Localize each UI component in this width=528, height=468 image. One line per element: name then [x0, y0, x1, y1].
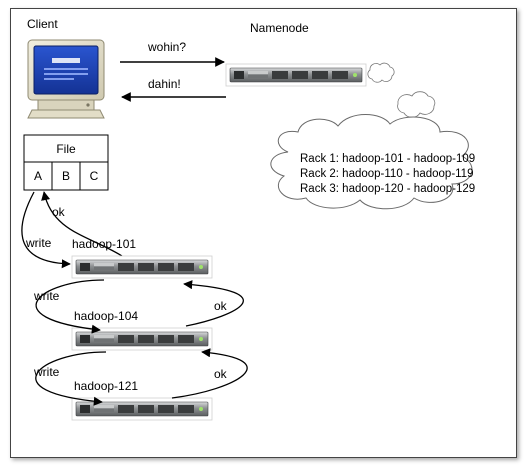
file-block-c: C — [90, 169, 99, 183]
write-arrow-pipeline-2 — [35, 351, 107, 406]
ok-label-1: ok — [52, 205, 66, 219]
write-arrow-client — [21, 191, 71, 269]
file-title: File — [56, 142, 76, 156]
ok-arrow-client — [41, 191, 123, 257]
request-label: wohin? — [147, 40, 186, 54]
ok-arrow-pipeline-2 — [171, 348, 248, 399]
node-label-3: hadoop-121 — [74, 379, 138, 393]
write-label-1: write — [25, 236, 52, 250]
rack-line-1: Rack 1: hadoop-101 - hadoop-109 — [300, 153, 475, 165]
rack-info-cloud-icon — [270, 114, 473, 210]
datanode-server-1-icon — [71, 255, 213, 279]
small-cloud-icon — [367, 62, 395, 83]
write-label-2: write — [33, 289, 60, 303]
datanode-server-2-icon — [71, 327, 213, 351]
rack-list: Rack 1: hadoop-101 - hadoop-109 Rack 2: … — [300, 153, 475, 195]
node-label-2: hadoop-104 — [74, 309, 138, 323]
file-box: File A B C — [23, 134, 109, 191]
client-label: Client — [27, 17, 58, 31]
namenode-server-icon — [225, 63, 367, 87]
rack-line-2: Rack 2: hadoop-110 - hadoop-119 — [300, 168, 473, 180]
medium-cloud-icon — [397, 91, 436, 118]
file-block-a: A — [34, 169, 42, 183]
rack-line-3: Rack 3: hadoop-120 - hadoop-129 — [300, 183, 475, 195]
write-label-3: write — [33, 365, 60, 379]
ok-arrow-pipeline-1 — [183, 280, 244, 327]
client-computer-icon — [27, 39, 105, 119]
ok-label-3: ok — [214, 367, 228, 381]
file-block-b: B — [62, 169, 70, 183]
reply-label: dahin! — [148, 77, 181, 91]
namenode-label: Namenode — [250, 21, 309, 35]
node-label-1: hadoop-101 — [72, 237, 136, 251]
write-arrow-pipeline-1 — [35, 279, 105, 334]
ok-label-2: ok — [214, 299, 228, 313]
